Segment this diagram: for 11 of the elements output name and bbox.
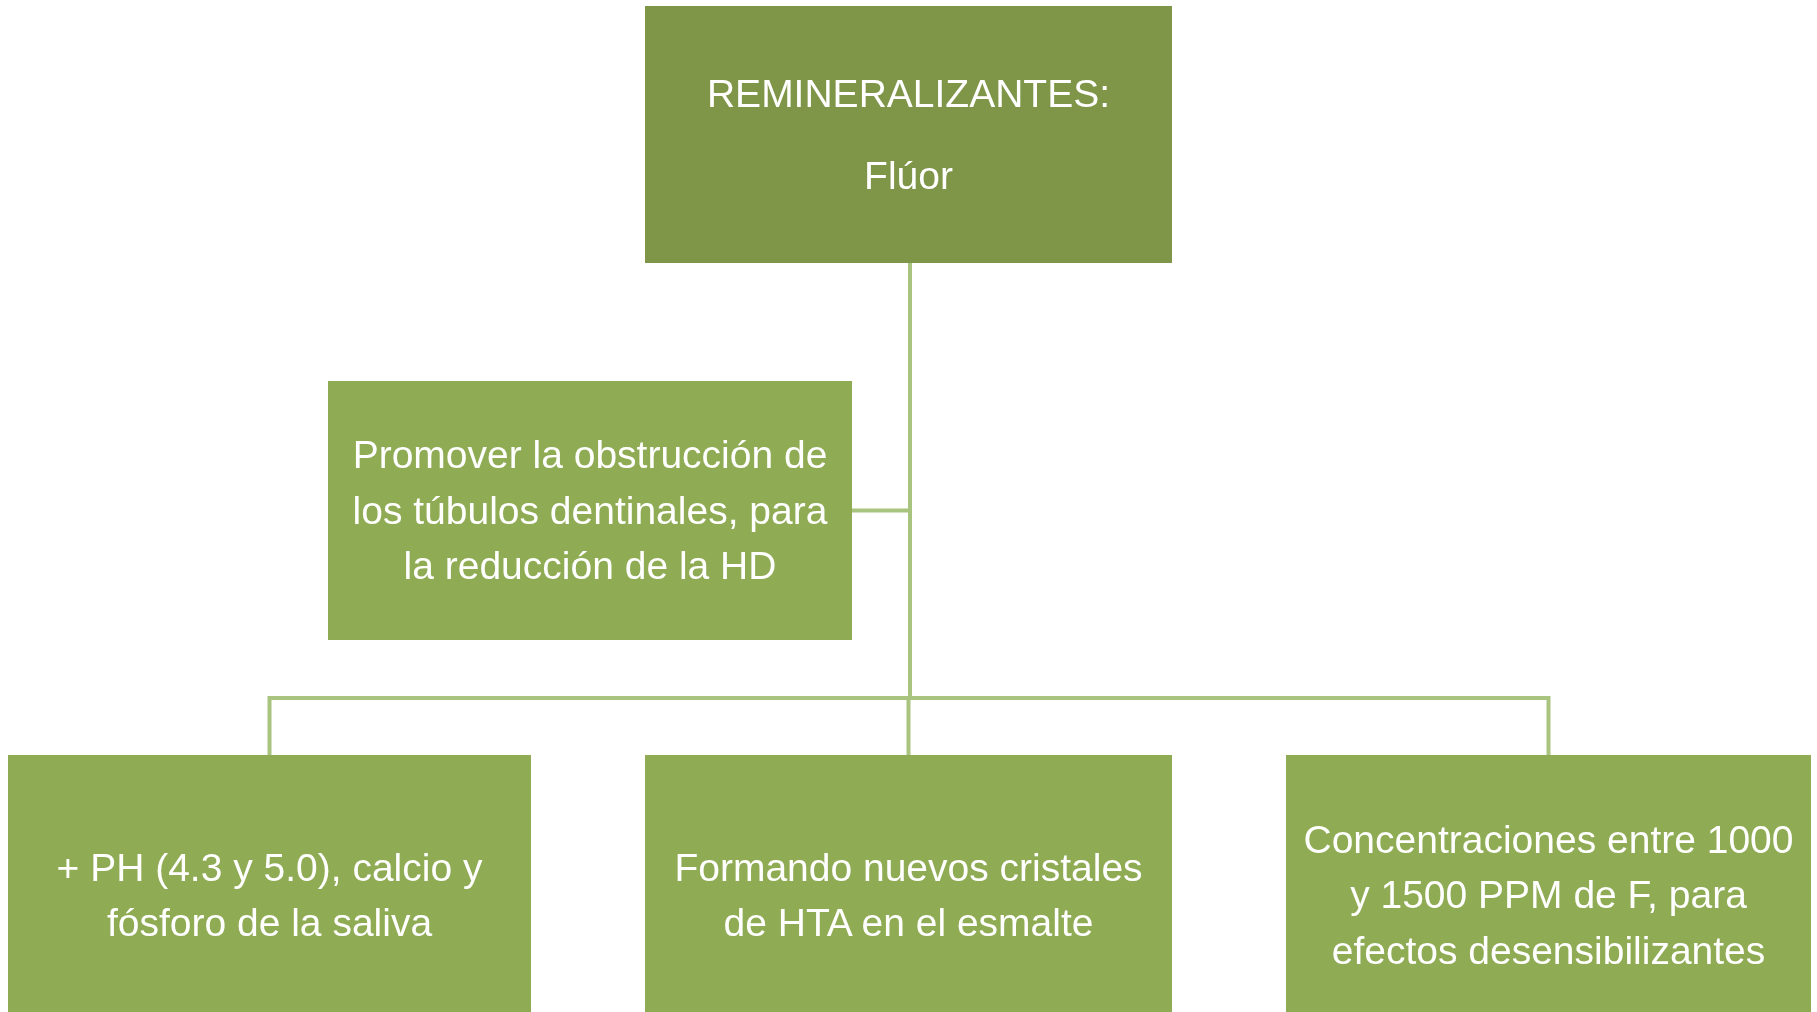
title-box: [645, 6, 1172, 263]
text-box: [328, 381, 852, 640]
box-text: Promover la obstrucción de los túbulos dentinales, para la reducción de la HD: [351, 432, 829, 590]
box-text: Concentraciones entre 1000 y 1500 PPM de F, para efectos desensibilizantes: [1302, 816, 1795, 974]
box-text: REMINERALIZANTES:: [706, 70, 1111, 117]
box-text: + PH (4.3 y 5.0), calcio y fósforo de la saliva: [55, 844, 484, 946]
box-text: Flúor: [864, 152, 953, 199]
text-box: [1286, 755, 1811, 1012]
box-text: Formando nuevos cristales de HTA en el esmalte: [673, 844, 1144, 946]
text-box: [645, 755, 1172, 1012]
text-box: [8, 755, 531, 1012]
